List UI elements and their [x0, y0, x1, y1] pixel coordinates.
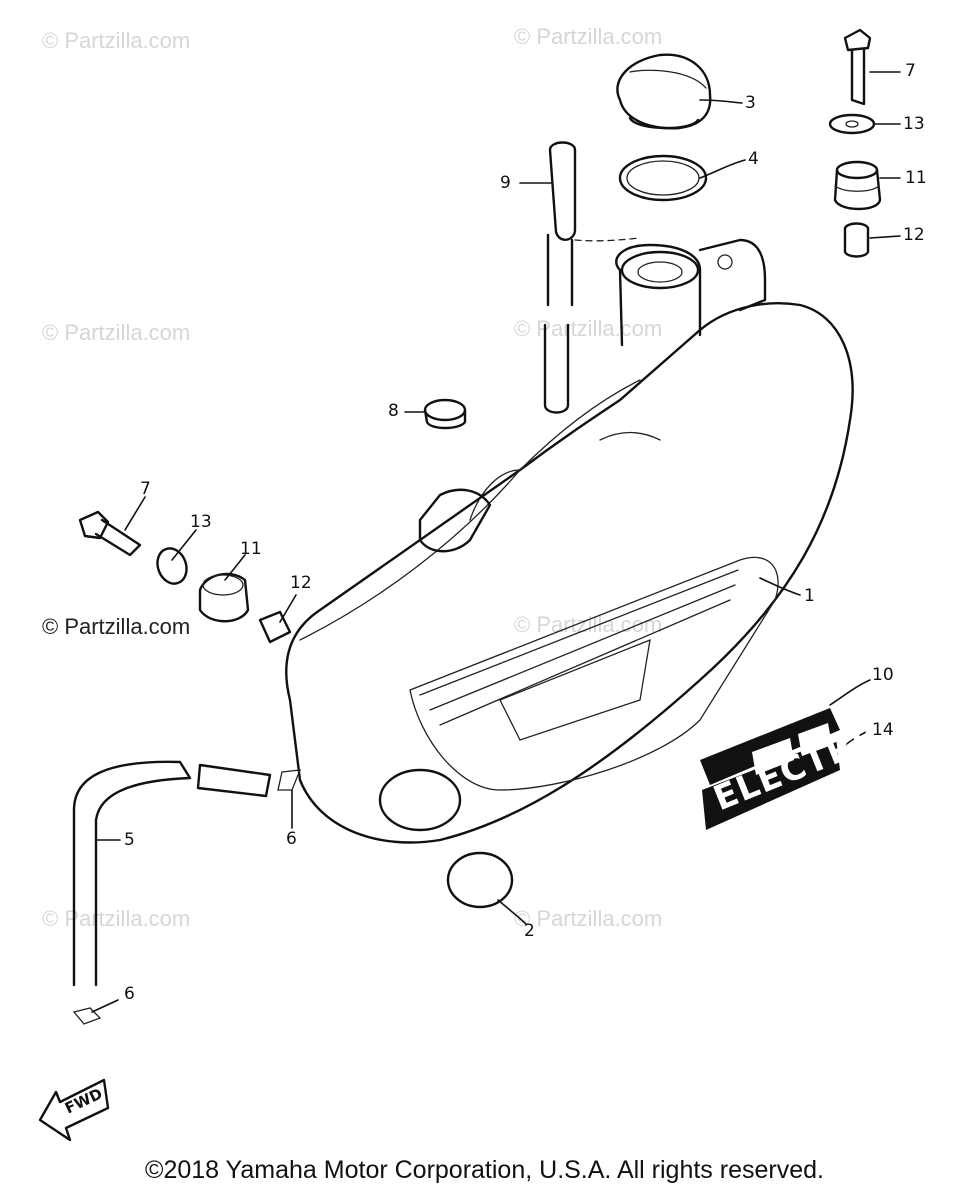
- callout-13: 13: [190, 512, 212, 532]
- copyright-footer: ©2018 Yamaha Motor Corporation, U.S.A. A…: [145, 1156, 824, 1184]
- callout-5: 5: [124, 830, 135, 850]
- watermark: © Partzilla.com: [42, 28, 191, 53]
- grommet: [423, 398, 467, 430]
- callout-2: 2: [524, 921, 535, 941]
- callout-14: 14: [872, 720, 894, 740]
- watermark: © Partzilla.com: [42, 320, 191, 345]
- fwd-arrow: [38, 1078, 110, 1142]
- electric-emblem: [700, 708, 840, 830]
- watermark: © Partzilla.com: [514, 24, 663, 49]
- gasket-ring: [618, 154, 708, 202]
- watermark: © Partzilla.com: [42, 906, 191, 931]
- watermark: © Partzilla.com: [514, 316, 663, 341]
- callout-3: 3: [745, 93, 756, 113]
- callout-7: 7: [905, 61, 916, 81]
- oil-tank: [285, 238, 854, 844]
- callout-10: 10: [872, 665, 894, 685]
- callout-13: 13: [903, 114, 925, 134]
- callout-1: 1: [804, 586, 815, 606]
- callout-12: 12: [903, 225, 925, 245]
- watermark: © Partzilla.com: [514, 906, 663, 931]
- watermark-main: © Partzilla.com: [42, 614, 191, 639]
- callout-7: 7: [140, 479, 151, 499]
- right-mount-hardware: [828, 28, 882, 258]
- outlet-hose: [72, 760, 302, 1025]
- breather-hose: [543, 141, 641, 414]
- callout-8: 8: [388, 401, 399, 421]
- leader-lines: [91, 71, 901, 1013]
- tank-cap: [616, 53, 712, 130]
- callout-11: 11: [240, 539, 262, 559]
- left-mount-hardware: [78, 510, 292, 644]
- callout-9: 9: [500, 173, 511, 193]
- callout-12: 12: [290, 573, 312, 593]
- callout-11: 11: [905, 168, 927, 188]
- callout-6: 6: [286, 829, 297, 849]
- callout-6: 6: [124, 984, 135, 1004]
- drain-plug: [446, 851, 514, 909]
- callout-4: 4: [748, 149, 759, 169]
